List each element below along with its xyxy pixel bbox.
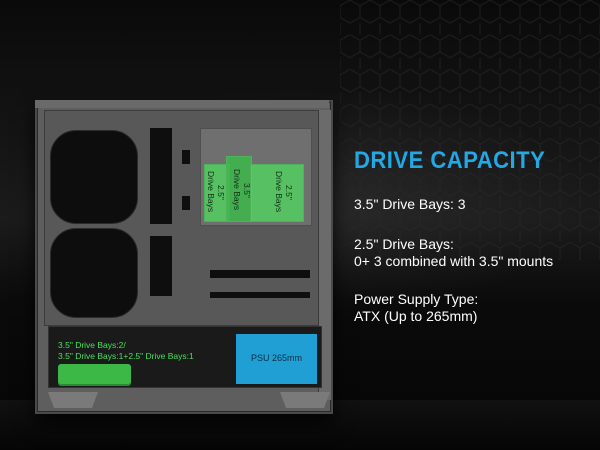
chamber-label-line2: 3.5" Drive Bays:1+2.5" Drive Bays:1 (58, 351, 194, 361)
bay-label-left: 2.5" Drive Bays (206, 171, 226, 213)
hex-pattern-decoration (340, 0, 600, 260)
cable-cutout (150, 236, 172, 296)
spec-3-5-bays: 3.5" Drive Bays: 3 (354, 196, 466, 212)
cable-cutout (210, 292, 310, 298)
spec-psu-value: ATX (Up to 265mm) (354, 308, 478, 324)
cable-cutout (182, 196, 190, 210)
spec-2-5-bays-label: 2.5" Drive Bays: (354, 236, 454, 252)
chamber-label-line1: 3.5" Drive Bays:2/ (58, 340, 126, 350)
spec-psu-label: Power Supply Type: (354, 291, 479, 307)
spec-2-5-bays-value: 0+ 3 combined with 3.5" mounts (354, 253, 554, 269)
cable-cutout (182, 150, 190, 164)
psu-label: PSU 265mm (250, 353, 303, 363)
cable-cutout (210, 270, 310, 278)
bay-label-right: 2.5" Drive Bays (274, 171, 294, 213)
fan-mount-top (50, 130, 138, 224)
psu-box: PSU 265mm (236, 334, 317, 384)
bay-label-center: 3.5" Drive Bays (232, 169, 252, 211)
case-foot-right (280, 392, 330, 408)
drive-bay-2-5-right (250, 164, 304, 222)
cable-cutout (150, 128, 172, 224)
case-foot-left (48, 392, 98, 408)
case-top-panel (35, 100, 329, 108)
page-title: DRIVE CAPACITY (354, 147, 546, 174)
hdd-drive (58, 364, 131, 384)
drive-bay-2-5-left (204, 164, 230, 222)
fan-mount-bottom (50, 228, 138, 318)
